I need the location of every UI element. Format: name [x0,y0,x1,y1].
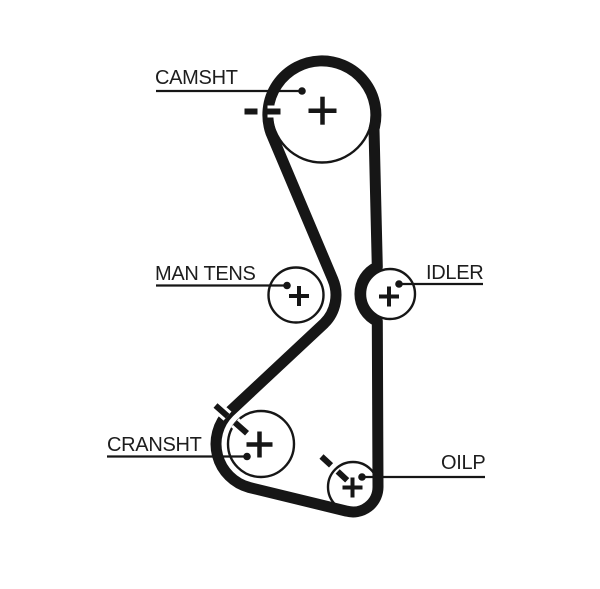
tensioner-leader-dot [283,281,291,290]
tensioner-cross-icon [289,286,309,306]
pulley-center-crosses [246,96,399,498]
idler-leader-dot [395,280,403,288]
leader-lines [107,87,485,481]
crankshaft-timing-mark [213,403,251,438]
camshaft-cross-icon [308,96,337,125]
crankshaft-leader-dot [243,452,251,461]
oil-pump-leader-dot [358,473,366,481]
timing-marks [211,105,353,486]
crankshaft-label: CRANSHT [107,434,202,456]
manual-tensioner-label: MAN TENS [155,263,256,285]
oil-pump-cross-icon [342,477,363,498]
oil-pump-label: OILP [441,452,486,474]
camshaft-leader-dot [298,87,306,95]
crankshaft-cross-icon [246,431,273,458]
camshaft-label: CAMSHT [155,67,238,89]
idler-label: IDLER [426,262,484,284]
idler-cross-icon [379,286,399,307]
oil-pump-timing-mark [319,454,351,484]
